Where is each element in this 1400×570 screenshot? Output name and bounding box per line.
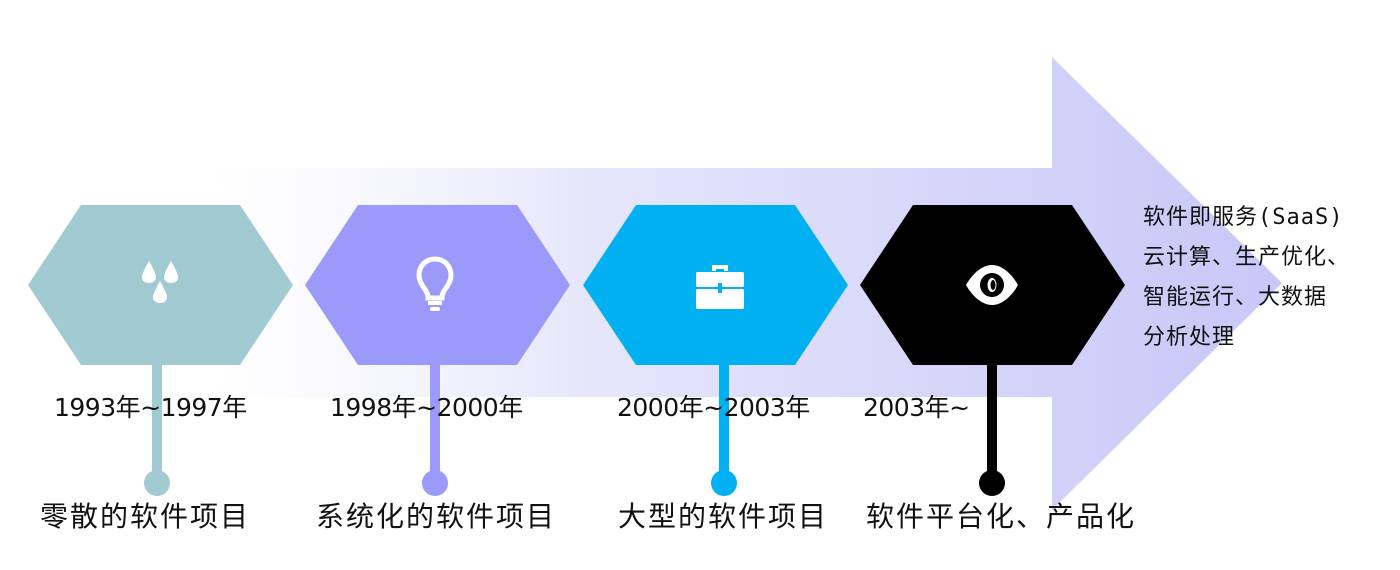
stage-3-dot — [711, 470, 737, 496]
stage-1-period: 1993年~1997年 — [54, 393, 247, 422]
stage-2-hexagon — [305, 205, 570, 365]
description-line-3: 智能运行、大数据 — [1143, 285, 1328, 310]
water-drops-icon — [142, 261, 178, 303]
stage-1: 1993年~1997年 零散的软件项目 — [0, 0, 300, 570]
stage-4-period: 2003年~ — [863, 393, 970, 422]
description-line-1: 软件即服务(SaaS) — [1143, 205, 1344, 230]
stage-3-label: 大型的软件项目 — [618, 500, 829, 533]
stage-1-dot — [144, 470, 170, 496]
stage-2-dot — [422, 470, 448, 496]
description-line-2: 云计算、生产优化、 — [1143, 245, 1351, 270]
stage-2-label: 系统化的软件项目 — [316, 500, 557, 533]
stage-4-dot — [979, 470, 1005, 496]
eye-icon — [966, 265, 1018, 305]
stage-4-label: 软件平台化、产品化 — [866, 500, 1137, 533]
future-description: 软件即服务(SaaS) 云计算、生产优化、 智能运行、大数据 分析处理 — [1143, 198, 1400, 358]
stage-2-period: 1998年~2000年 — [330, 393, 523, 422]
briefcase-icon — [696, 265, 744, 309]
lightbulb-icon — [416, 256, 454, 311]
stage-3-stem — [719, 365, 729, 482]
stage-1-label: 零散的软件项目 — [40, 500, 251, 533]
stage-3-period: 2000年~2003年 — [617, 393, 810, 422]
stage-2: 1998年~2000年 系统化的软件项目 — [0, 0, 570, 570]
stage-4: 2003年~ 软件平台化、产品化 — [0, 0, 1134, 570]
stage-4-stem — [987, 365, 997, 482]
description-line-4: 分析处理 — [1143, 325, 1236, 350]
stage-1-stem — [152, 365, 162, 482]
stage-2-stem — [430, 365, 440, 482]
stage-3: 2000年~2003年 大型的软件项目 — [0, 0, 848, 570]
